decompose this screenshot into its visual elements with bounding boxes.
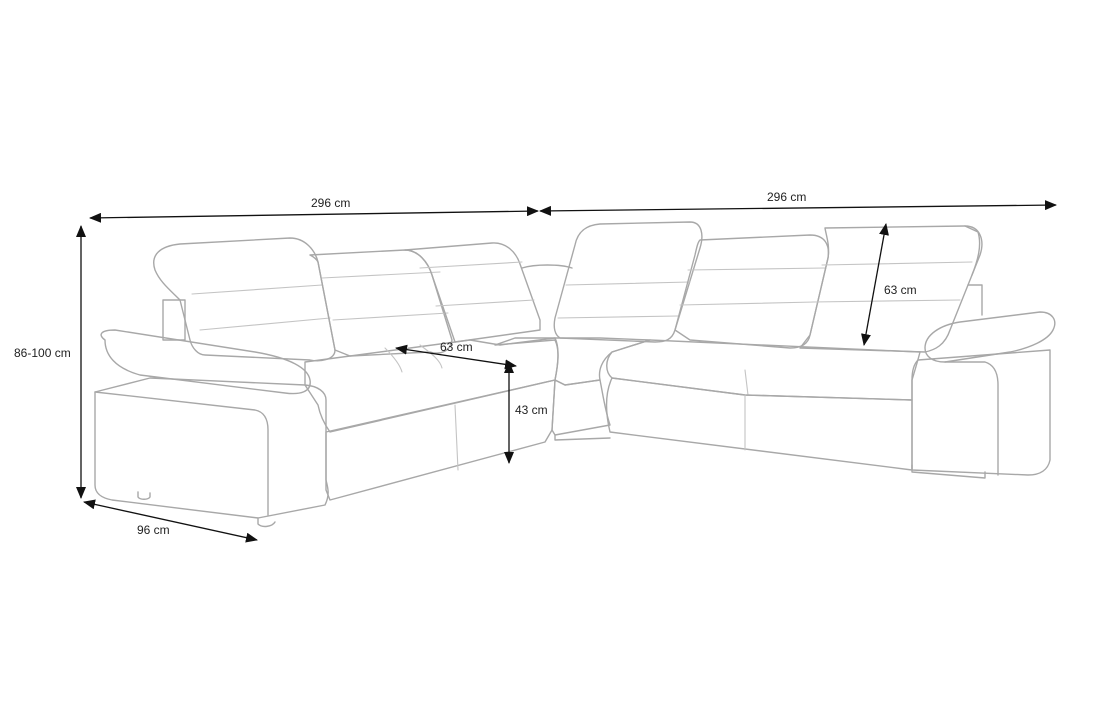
corner-seat <box>494 337 651 386</box>
sofa-outline <box>94 221 1056 528</box>
depth-label: 96 cm <box>137 523 170 537</box>
left-armrest-cushion <box>100 329 311 395</box>
right-seat-base <box>605 377 913 471</box>
backrest-height-arrow <box>861 223 889 346</box>
right-armrest-cushion <box>924 311 1056 363</box>
left-headrest-2 <box>309 249 453 357</box>
left-width-arrow <box>89 206 539 223</box>
right-arm-body <box>911 349 1051 476</box>
backrest-height-label: 63 cm <box>884 283 917 297</box>
right-headrest-2 <box>799 225 983 353</box>
left-width-label: 296 cm <box>311 196 351 210</box>
height-label: 86-100 cm <box>14 346 71 360</box>
depth-arrow <box>83 499 258 543</box>
left-headrest-3 <box>404 242 541 343</box>
seat-height-label: 43 cm <box>515 403 548 417</box>
right-width-label: 296 cm <box>767 190 807 204</box>
dimension-lines <box>76 200 1057 543</box>
right-width-arrow <box>539 200 1057 216</box>
right-headrest-1 <box>674 234 830 349</box>
left-seat-base <box>325 379 556 501</box>
right-seat-cushions <box>606 339 921 401</box>
seat-depth-label: 63 cm <box>440 340 473 354</box>
left-back-frame <box>162 299 186 341</box>
left-arm-body <box>94 377 329 519</box>
seat-depth-arrow <box>395 344 517 370</box>
